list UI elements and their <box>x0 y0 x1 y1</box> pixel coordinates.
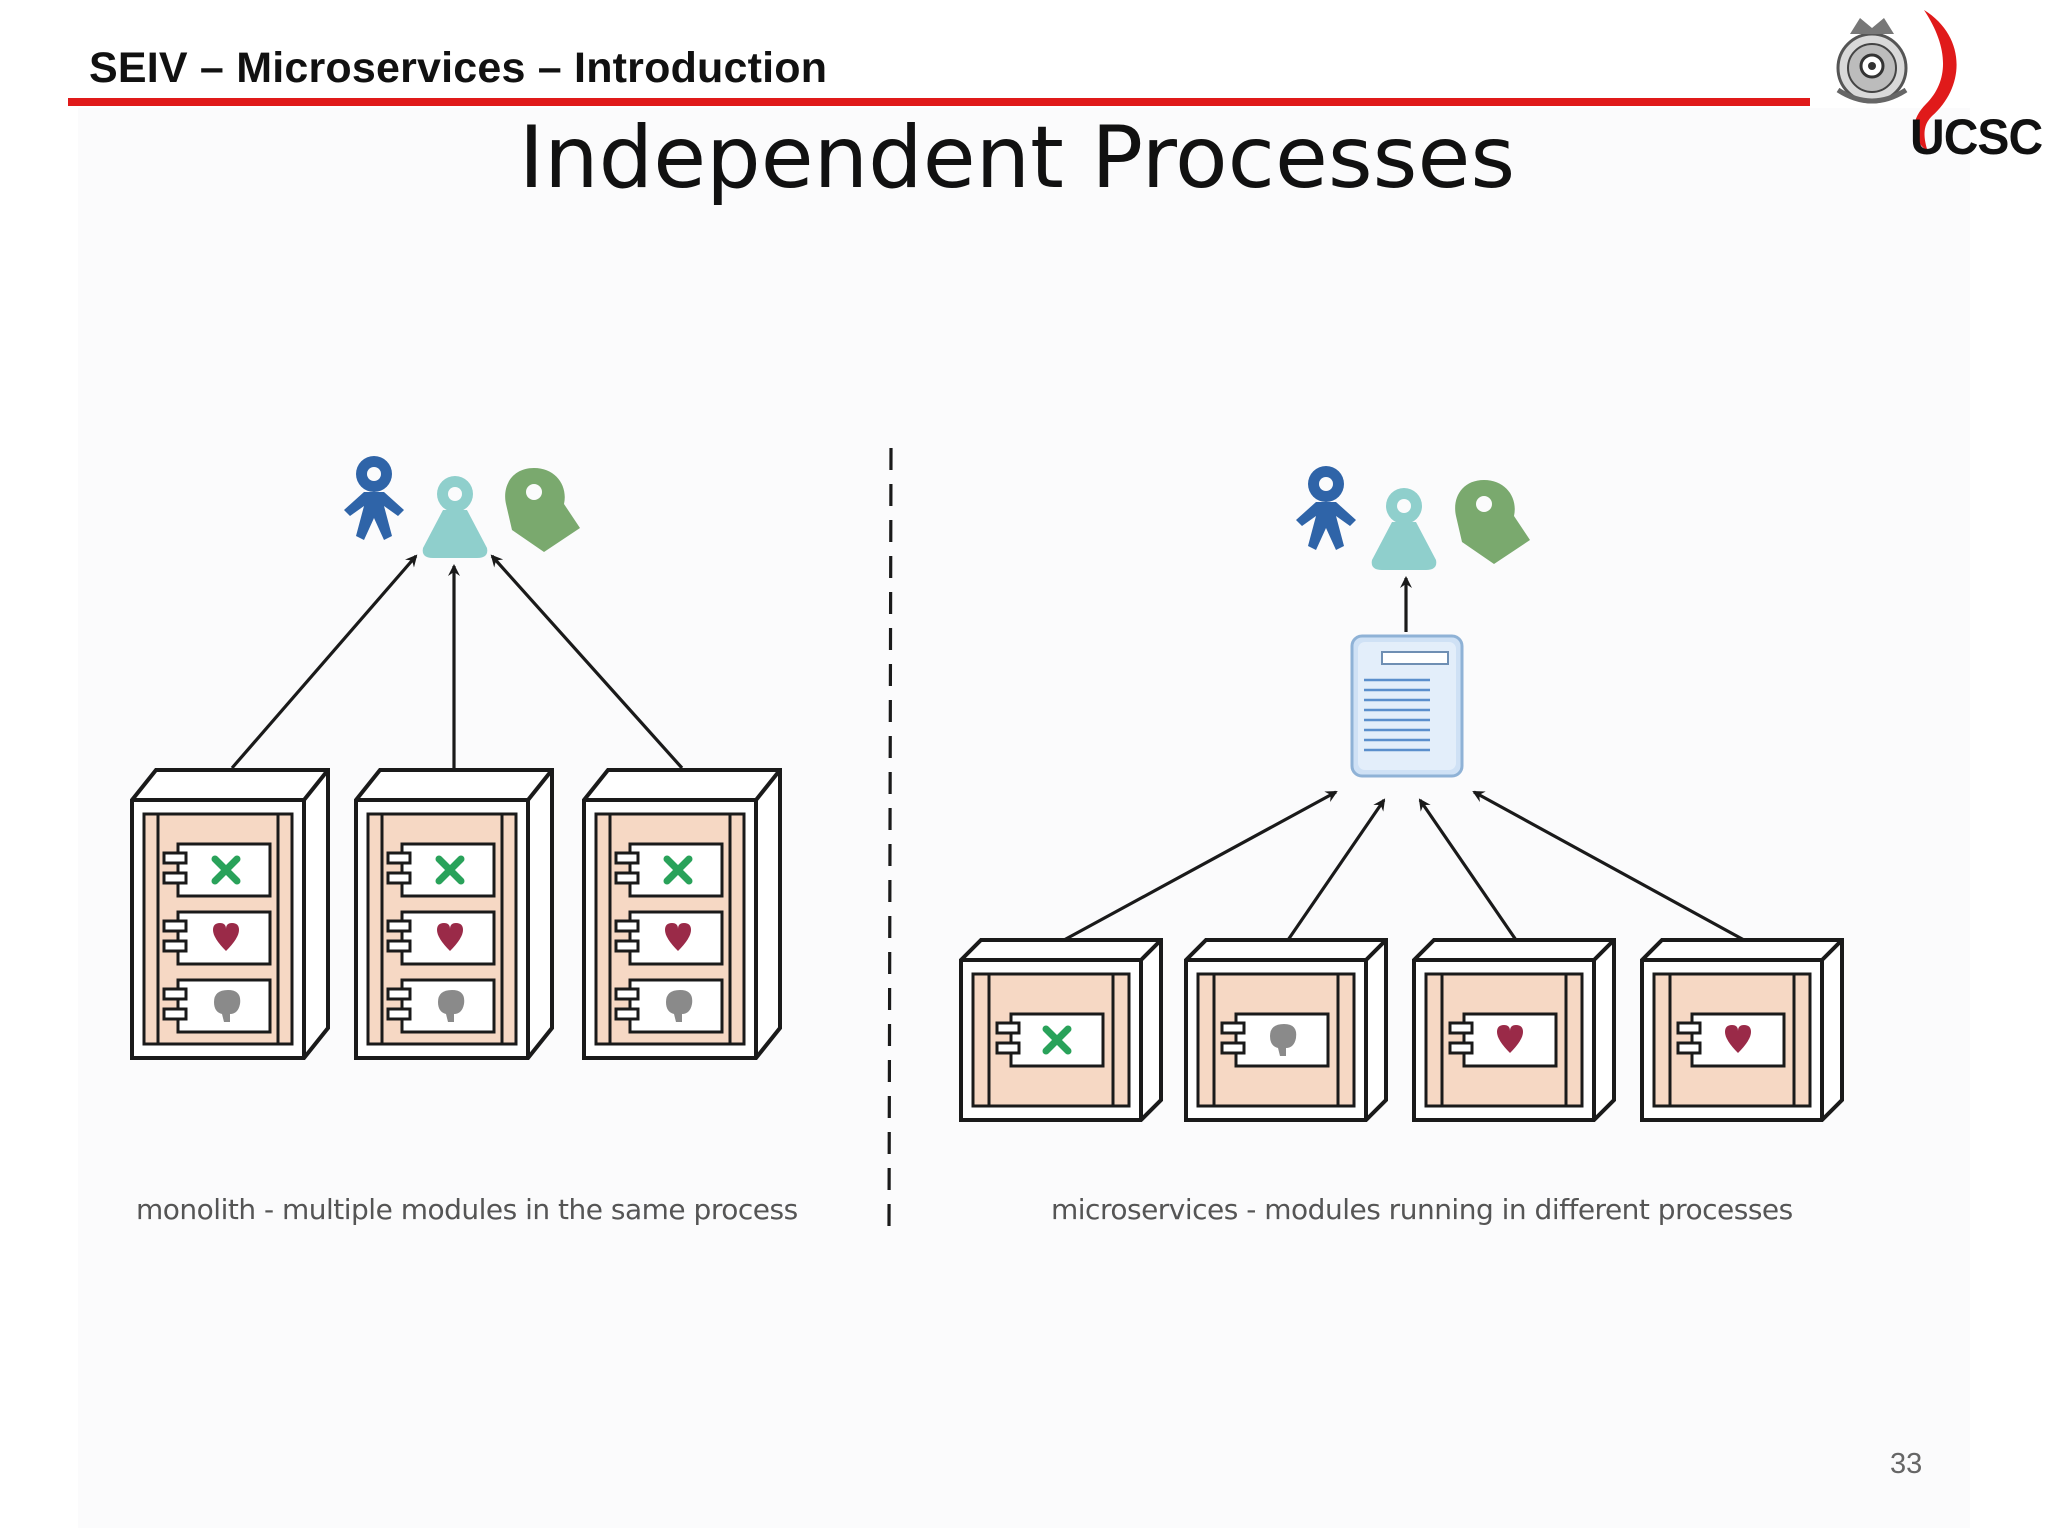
arrow <box>1418 798 1518 941</box>
microservices-caption: microservices - modules running in diffe… <box>1051 1193 1793 1226</box>
logo-text: UCSC <box>1910 109 2043 165</box>
green-x-module <box>995 1012 1105 1068</box>
monolith-caption: monolith - multiple modules in the same … <box>136 1193 798 1226</box>
green-x-module <box>162 842 272 898</box>
flame-swoosh-icon <box>1914 10 1957 152</box>
microservice-process-box <box>1640 938 1844 1122</box>
dark-blue-user-icon <box>1296 466 1356 550</box>
ucsc-logo-icon <box>1836 10 1957 152</box>
microservices-users <box>1296 466 1530 570</box>
teal-user-icon <box>1371 488 1437 570</box>
university-crest-icon <box>1836 18 1908 104</box>
api-gateway-document-icon <box>1350 634 1464 778</box>
monolith-process-box <box>582 768 782 1060</box>
microservices-arrows <box>1063 790 1745 942</box>
microservice-process-box <box>1412 938 1616 1122</box>
course-title: SEIV – Microservices – Introduction <box>89 44 828 92</box>
green-x-module <box>386 842 496 898</box>
arrow <box>1286 798 1386 941</box>
slide-title: Independent Processes <box>518 108 1516 208</box>
monolith-process-box <box>130 768 330 1060</box>
microservice-process-box <box>959 938 1163 1122</box>
section-divider <box>887 447 893 1229</box>
arrow <box>490 554 684 770</box>
microservice-process-box <box>1184 938 1388 1122</box>
teal-user-icon <box>422 476 488 558</box>
arrow <box>1063 790 1338 942</box>
header-divider <box>68 98 1810 106</box>
page-number: 33 <box>1890 1448 1923 1480</box>
monolith-users <box>344 456 580 558</box>
arrow <box>1472 790 1745 942</box>
monolith-arrows <box>230 554 684 770</box>
green-user-icon <box>1455 480 1530 564</box>
green-x-module <box>614 842 724 898</box>
dark-blue-user-icon <box>344 456 404 540</box>
green-user-icon <box>505 468 580 552</box>
monolith-process-box <box>354 768 554 1060</box>
arrow <box>230 554 418 770</box>
